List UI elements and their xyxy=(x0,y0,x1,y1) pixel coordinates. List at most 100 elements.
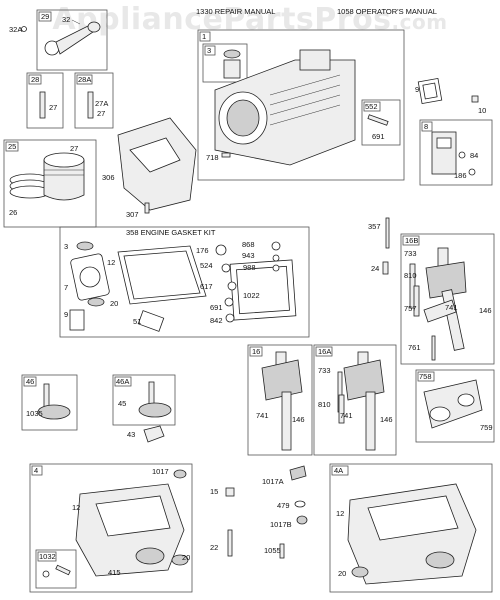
gk-label-51: 51 xyxy=(133,317,141,326)
sump-4-part xyxy=(75,483,185,577)
label-27: 27 xyxy=(49,103,57,112)
label-32a: 32A xyxy=(9,25,22,34)
gk-label-12: 12 xyxy=(107,258,115,267)
label-1017a: 1017A xyxy=(262,477,284,486)
box-3-tag: 3 xyxy=(207,46,211,55)
label-810-16a: 810 xyxy=(318,400,331,409)
box-4a-tag: 4A xyxy=(334,466,343,475)
box-46-tag: 46 xyxy=(26,377,34,386)
box-16a[interactable]: 16A 733 810 741 146 xyxy=(313,344,397,456)
label-691-552: 691 xyxy=(372,132,385,141)
governor-43[interactable]: 43 xyxy=(127,425,165,443)
box-1-tag: 1 xyxy=(202,32,206,41)
label-27-b: 27 xyxy=(97,109,105,118)
label-27a: 27A xyxy=(95,99,108,108)
label-45: 45 xyxy=(118,399,126,408)
label-32: 32 xyxy=(62,15,70,24)
gk-label-1022: 1022 xyxy=(243,291,260,300)
gk-label-988: 988 xyxy=(243,263,256,272)
gk-label-617: 617 xyxy=(200,282,213,291)
box-46a-tag: 46A xyxy=(116,377,129,386)
box-4[interactable]: 4 1017 12 20 415 1032 xyxy=(29,463,193,593)
gk-label-524: 524 xyxy=(200,261,213,270)
piston-pin-part xyxy=(39,91,46,119)
label-741: 741 xyxy=(445,303,458,312)
label-146-16a: 146 xyxy=(380,415,393,424)
seal-1017b[interactable]: 1017B xyxy=(270,515,308,529)
box-46[interactable]: 46 1035 xyxy=(21,374,78,431)
box-46a[interactable]: 46A 45 xyxy=(112,374,176,426)
header-operators-manual: 1058 OPERATOR'S MANUAL xyxy=(337,7,437,16)
gk-label-176: 176 xyxy=(196,246,209,255)
label-307: 307 xyxy=(126,210,139,219)
label-479: 479 xyxy=(277,501,290,510)
box-8[interactable]: 8 84 186 xyxy=(419,119,493,186)
box-758-tag: 758 xyxy=(419,372,432,381)
piston-rings-part xyxy=(9,173,51,199)
gasket-9[interactable]: 9 xyxy=(415,77,443,105)
bolt-32a-part xyxy=(21,26,27,32)
part-479[interactable]: 479 xyxy=(277,500,306,510)
box-16b[interactable]: 16B 733 810 757 741 146 761 xyxy=(400,233,495,365)
label-24: 24 xyxy=(371,264,379,273)
valve-cover-gasket-part xyxy=(229,259,297,321)
cylinder-block-part xyxy=(214,49,356,166)
screw-10[interactable]: 10 xyxy=(471,95,486,115)
connecting-rod-part xyxy=(44,21,101,56)
box-4a[interactable]: 4A 12 20 xyxy=(329,463,493,593)
label-43: 43 xyxy=(127,430,135,439)
box-29[interactable]: 29 32 xyxy=(36,9,108,71)
box-1[interactable]: 1 3 718 xyxy=(197,29,405,181)
box-4-tag: 4 xyxy=(34,466,38,475)
seal-1017a[interactable]: 1017A xyxy=(262,465,307,486)
box-1032[interactable]: 1032 xyxy=(35,549,77,589)
bolt-22[interactable]: 22 xyxy=(210,529,233,557)
piston-pin-a-part xyxy=(87,91,94,119)
stud-357[interactable]: 357 xyxy=(368,217,390,249)
label-741-16: 741 xyxy=(256,411,269,420)
box-16[interactable]: 16 741 146 xyxy=(247,344,313,456)
gk-label-9: 9 xyxy=(64,310,68,319)
box-758[interactable]: 758 759 xyxy=(415,369,495,443)
box-8-tag: 8 xyxy=(424,122,428,131)
box-16b-tag: 16B xyxy=(405,236,418,245)
piston-part xyxy=(43,152,85,201)
box-25[interactable]: 25 27 26 xyxy=(3,139,97,228)
label-12-sump4a: 12 xyxy=(336,509,344,518)
plug-15[interactable]: 15 xyxy=(210,487,235,497)
air-guide-306[interactable]: 306 xyxy=(102,117,197,211)
gk-label-943: 943 xyxy=(242,251,255,260)
box-16a-tag: 16A xyxy=(318,347,331,356)
box-25-tag: 25 xyxy=(8,142,16,151)
dowel-24[interactable]: 24 xyxy=(371,261,389,275)
gk-label-7: 7 xyxy=(64,283,68,292)
label-1035: 1035 xyxy=(26,409,43,418)
box-3[interactable]: 3 xyxy=(202,43,248,83)
box-1032-tag: 1032 xyxy=(39,552,56,561)
box-28-tag: 28 xyxy=(31,75,39,84)
box-28[interactable]: 28 27 xyxy=(26,72,64,129)
crankshaft-16a-part xyxy=(343,351,385,451)
label-733: 733 xyxy=(404,249,417,258)
dipstick-1055[interactable]: 1055 xyxy=(264,543,285,559)
label-84: 84 xyxy=(470,151,478,160)
crankshaft-16-part xyxy=(261,351,303,451)
box-28a[interactable]: 28A 27A 27 xyxy=(74,72,114,129)
screw-307[interactable]: 307 xyxy=(126,202,150,219)
label-761: 761 xyxy=(408,343,421,352)
label-20-sump4a: 20 xyxy=(338,569,346,578)
gk-label-20: 20 xyxy=(110,299,118,308)
box-552[interactable]: 552 691 xyxy=(361,99,401,146)
gk-label-691: 691 xyxy=(210,303,223,312)
box-29-tag: 29 xyxy=(41,12,49,21)
label-22: 22 xyxy=(210,543,218,552)
label-9: 9 xyxy=(415,85,419,94)
label-12-sump4: 12 xyxy=(72,503,80,512)
valve-guide-part xyxy=(223,59,241,79)
label-186: 186 xyxy=(454,171,467,180)
box-358-gasket-kit[interactable]: 358 ENGINE GASKET KIT 3 12 7 20 51 9 176 xyxy=(59,226,310,338)
crankcase-gasket-part xyxy=(117,245,207,305)
gk-label-868: 868 xyxy=(242,240,255,249)
crankshaft-16b-part xyxy=(425,247,467,351)
